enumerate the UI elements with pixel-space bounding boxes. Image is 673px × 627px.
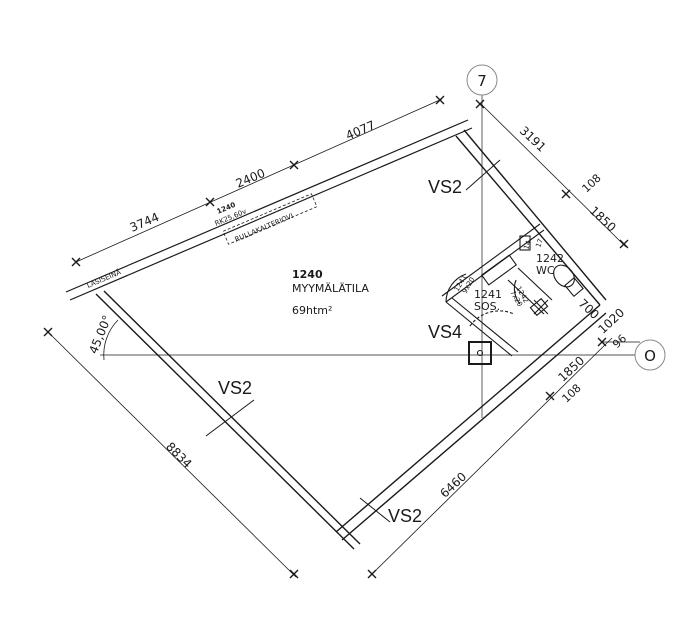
dim-label-8834: 8834 xyxy=(163,439,194,470)
door-swing-1242 xyxy=(513,279,521,305)
wall-type-leaders xyxy=(205,159,501,523)
tick-left-1 xyxy=(43,327,53,337)
note-glass-wall: LASISEINÄ xyxy=(85,267,122,290)
right-wall-outer xyxy=(463,129,607,301)
dim-label-4077: 4077 xyxy=(344,118,378,143)
toilet-tank xyxy=(564,277,584,297)
dimension-lines xyxy=(47,98,640,578)
leader-vs2-bottom xyxy=(359,497,391,523)
tick-bottom-1 xyxy=(367,569,377,579)
right-wall-inner xyxy=(455,135,601,306)
fixture-box-2 xyxy=(529,297,549,317)
grid-label-o: O xyxy=(644,347,656,365)
tick-right-1 xyxy=(475,99,485,109)
dim-label-3744: 3744 xyxy=(128,210,162,235)
room-name-myymalatila: MYYMÄLÄTILA xyxy=(292,282,369,295)
bottom-wall-inner xyxy=(341,312,607,541)
dim-line-bottom xyxy=(371,337,613,575)
room-name-sos: SOS. xyxy=(474,300,500,313)
dim-label-3191: 3191 xyxy=(517,124,549,155)
room-number-1242: 1242 xyxy=(536,252,564,265)
fixture-x-2 xyxy=(533,299,549,315)
dim-line-left xyxy=(47,331,297,578)
room-number-1241: 1241 xyxy=(474,288,502,301)
tick-top-3 xyxy=(289,160,299,170)
dim-label-6460: 6460 xyxy=(437,470,469,501)
tick-left-2 xyxy=(289,569,299,579)
door-swing-1241 xyxy=(445,273,467,303)
wall-type-vs2-top: VS2 xyxy=(428,177,462,197)
tick-top-4 xyxy=(435,95,445,105)
room-name-wc: WC xyxy=(536,264,555,277)
walls xyxy=(65,119,607,550)
grid-label-7: 7 xyxy=(477,72,487,90)
dimension-ticks xyxy=(43,95,629,579)
leader-vs2-top xyxy=(465,159,501,191)
dim-label-96: 96 xyxy=(610,332,629,351)
dim-label-700: 700 xyxy=(576,296,602,322)
fixture-box-1 xyxy=(519,235,531,251)
tick-top-1 xyxy=(71,257,81,267)
toilet-bowl xyxy=(553,264,575,288)
dim-label-108-a: 108 xyxy=(580,172,604,196)
tick-top-2 xyxy=(205,197,215,207)
door-swing-sos xyxy=(469,310,515,327)
dim-label-1850-a: 1850 xyxy=(587,204,619,235)
sanitary-left-wall-2 xyxy=(451,297,519,353)
dim-label-angle: 45,00° xyxy=(86,313,114,356)
wall-type-vs4: VS4 xyxy=(428,322,462,342)
sanitary-partition xyxy=(517,267,553,301)
wall-type-vs2-left: VS2 xyxy=(218,378,252,398)
dim-label-1850-b: 1850 xyxy=(555,354,587,385)
sanitary-block xyxy=(441,223,584,365)
leader-vs2-left xyxy=(205,399,255,437)
glass-wall-outer xyxy=(65,119,469,293)
tick-right-2 xyxy=(561,189,571,199)
angle-arc xyxy=(103,319,119,361)
sanitary-partition-2 xyxy=(507,279,545,315)
rolling-grille-box xyxy=(222,193,318,245)
tick-right-3 xyxy=(619,239,629,249)
dim-line-top xyxy=(75,98,443,263)
tick-bottom-2 xyxy=(545,391,555,401)
room-number-1240: 1240 xyxy=(292,268,323,281)
bottom-wall-outer xyxy=(335,304,601,533)
column-center xyxy=(476,349,484,357)
glass-wall-inner xyxy=(69,127,473,301)
wall-type-vs2-bottom: VS2 xyxy=(388,506,422,526)
tick-bottom-3 xyxy=(597,337,607,347)
sink-shape xyxy=(480,254,518,286)
grid-bubble-7: 7 xyxy=(466,64,498,96)
dim-line-right xyxy=(479,102,627,248)
note-item-17: 17 xyxy=(534,238,545,249)
dim-label-108-b: 108 xyxy=(560,382,584,406)
column-square xyxy=(468,341,492,365)
dim-label-2400: 2400 xyxy=(234,166,268,191)
room-area-1240: 69htm² xyxy=(292,304,332,317)
sanitary-left-wall xyxy=(445,301,513,357)
left-wall-inner xyxy=(103,290,361,545)
note-item-14: 14 xyxy=(522,239,533,251)
grid-bubble-o: O xyxy=(634,339,666,371)
